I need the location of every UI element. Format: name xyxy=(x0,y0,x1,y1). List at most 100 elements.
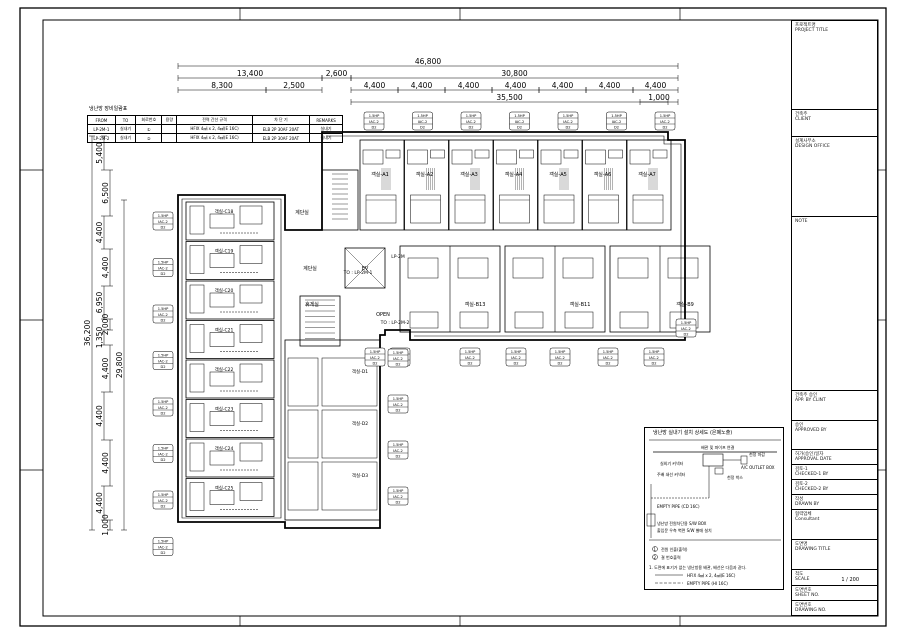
stair-label: 계단실 xyxy=(303,265,317,272)
tag-circuit: D2 xyxy=(651,362,656,366)
equipment-tag xyxy=(643,347,665,367)
equipment-tag xyxy=(460,111,482,131)
dim-label: 29,800 xyxy=(115,352,124,378)
tag-circuit: D2 xyxy=(420,126,425,130)
tag-capacity: 1.5HP xyxy=(465,350,476,354)
schedule-header-row: FROM TO 회로번호 용량 전력 간선 규격 차 단 기 REMARKS xyxy=(87,115,343,125)
schedule-cell: LP-2M-1 xyxy=(87,124,116,134)
bathroom-block xyxy=(287,461,319,511)
legend-symbol-label: 결 번호출력 xyxy=(661,555,681,560)
tag-capacity: 1.5HP xyxy=(158,260,169,264)
equipment-tag xyxy=(387,394,409,414)
tag-model: IAC-2 xyxy=(158,359,168,363)
wardrobe xyxy=(209,371,235,387)
dim-label: 30,800 xyxy=(501,69,527,78)
panel-routing-label: TO : LP-2M-1 xyxy=(343,270,373,276)
wardrobe xyxy=(209,213,235,229)
interior-wall xyxy=(326,135,682,337)
tag-model: IAC-2 xyxy=(465,356,475,360)
dim-label: 1,350 xyxy=(95,327,104,349)
tag-capacity: 1.5HP xyxy=(660,114,671,118)
tag-capacity: 1.5HP xyxy=(393,397,404,401)
schedule-table: FROM TO 회로번호 용량 전력 간선 규격 차 단 기 REMARKS L… xyxy=(87,115,343,143)
bathroom-fixture xyxy=(407,149,428,165)
equipment-tag xyxy=(152,304,174,324)
tag-circuit: D2 xyxy=(160,226,165,230)
bed xyxy=(365,194,397,224)
dim-label: 4,400 xyxy=(364,81,386,90)
tag-model: IAC-2 xyxy=(158,313,168,317)
room-outline xyxy=(359,139,405,231)
room-label: 객실-A1 xyxy=(371,171,389,178)
room-label: 객실-D1 xyxy=(352,368,368,375)
room-outline xyxy=(185,359,275,399)
sheet-border xyxy=(19,7,887,627)
room-outline xyxy=(185,320,275,359)
equipment-tags: 1.5HPIAC-2D21.5HPIAC-2D21.5HPIAC-2D21.5H… xyxy=(152,111,697,556)
dim-label: 8,300 xyxy=(211,81,233,90)
bathroom-fixture xyxy=(239,363,263,383)
tag-model: IAC-2 xyxy=(369,120,379,124)
tag-model: IAC-2 xyxy=(612,120,622,124)
bathroom-fixture xyxy=(239,482,263,501)
bathroom-fixture xyxy=(457,257,489,279)
tag-model: IAC-2 xyxy=(555,356,565,360)
bathroom-fixture xyxy=(585,149,606,165)
tag-capacity: 1.5HP xyxy=(158,446,169,450)
bathroom-fixture xyxy=(562,257,594,279)
bed xyxy=(189,482,205,511)
room-outline xyxy=(321,357,378,407)
equipment-tag xyxy=(152,211,174,231)
room-outline xyxy=(582,139,627,231)
equipment-tag xyxy=(152,444,174,463)
bathroom-fixture xyxy=(512,257,544,279)
detail-text: A/C OUTLET BOX xyxy=(741,465,775,470)
equipment-tag xyxy=(152,537,174,556)
bathroom-fixture xyxy=(362,149,384,165)
equipment-tag xyxy=(363,111,385,131)
schedule-header: 회로번호 xyxy=(135,115,163,125)
installation-detail: 냉난방 실내기 설치 상세도 (은폐노출) 배관 및 파이프 연결 실외기 커넥… xyxy=(644,427,784,590)
room-label: 객실-A5 xyxy=(549,171,567,178)
room-label: 객실-C24 xyxy=(215,445,234,452)
tag-capacity: 1.5HP xyxy=(158,539,169,543)
room-label: 객실-D2 xyxy=(352,420,368,427)
tag-capacity: 1.5HP xyxy=(417,114,428,118)
tag-circuit: D2 xyxy=(605,362,610,366)
bathroom-fixture xyxy=(496,149,517,165)
equipment-tag xyxy=(675,318,697,338)
tag-capacity: 1.5HP xyxy=(158,493,169,497)
room-outline xyxy=(321,461,378,511)
equipment-tag xyxy=(152,397,174,417)
tag-circuit: D2 xyxy=(160,412,165,416)
panel-label: LP-2M xyxy=(391,254,405,260)
tag-model: IAC-2 xyxy=(370,356,380,360)
panel-routing-label: TO : LP-2M-2 xyxy=(380,320,410,326)
frame-ticks xyxy=(20,8,886,626)
room-outline xyxy=(537,139,583,231)
interior-wall xyxy=(181,198,282,519)
bed xyxy=(189,205,205,235)
dim-label: 4,400 xyxy=(411,81,433,90)
equipment-tag xyxy=(152,351,174,370)
detail-text: 주배 쇄선 커넥터 xyxy=(657,472,686,477)
dim-label: 4,400 xyxy=(458,81,480,90)
tag-circuit: D2 xyxy=(517,126,522,130)
wardrobe xyxy=(209,490,235,505)
bed xyxy=(189,442,205,472)
legend-note: 1. 도면에 표기가 없는 냉난방용 배관, 배선은 다음과 같다. xyxy=(649,565,747,570)
tag-capacity: 1.5HP xyxy=(555,350,566,354)
bed xyxy=(499,194,530,224)
tag-model: IAC-2 xyxy=(393,403,403,407)
